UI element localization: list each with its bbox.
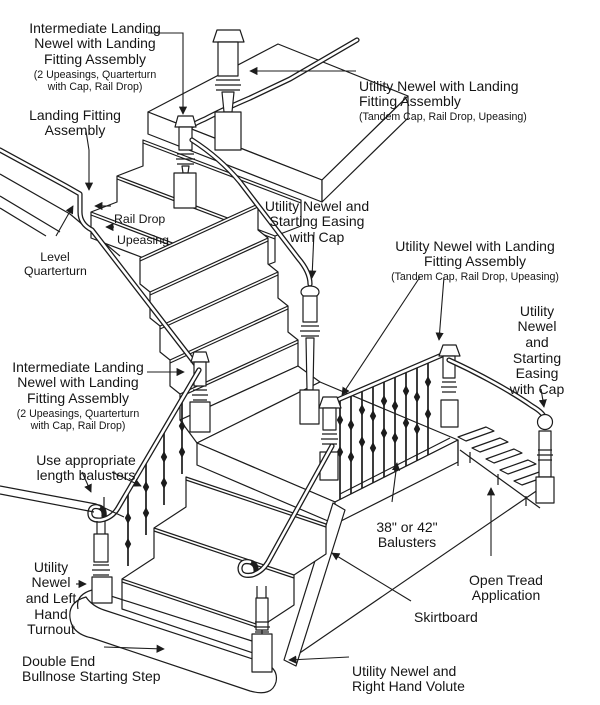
label-text: Use appropriate length balusters	[36, 451, 136, 484]
label-text: Utility Newel and Left Hand Turnout	[25, 558, 77, 638]
label-level-quarterturn: Level Quarterturn	[24, 237, 87, 278]
utility-newel-ball-cap	[535, 413, 555, 504]
label-upeasing: Upeasing	[117, 220, 169, 248]
label-use-appropriate-balusters: Use appropriate length balusters	[28, 437, 144, 484]
utility-newel-top	[212, 29, 245, 151]
label-note: (2 Upeasings, Quarterturn with Cap, Rail…	[33, 68, 157, 94]
label-rail-drop: Rail Drop	[114, 199, 165, 227]
middle-flight	[139, 203, 299, 421]
leader-lines	[55, 32, 547, 664]
label-text: Double End Bullnose Starting Step	[22, 652, 161, 685]
label-text: Utility Newel with Landing Fitting Assem…	[359, 77, 519, 110]
label-intermediate-landing-newel-mid: Intermediate Landing Newel with Landing …	[4, 344, 152, 448]
balusters-38-42	[336, 360, 432, 499]
label-note: (2 Upeasings, Quarterturn with Cap, Rail…	[16, 407, 140, 433]
label-double-end-bullnose: Double End Bullnose Starting Step	[22, 638, 161, 685]
utility-newel-left-turnout	[91, 521, 113, 604]
open-tread-stair	[287, 357, 555, 662]
label-utility-newel-starting-easing-center: Utility Newel and Starting Easing with C…	[252, 183, 382, 246]
label-text: Rail Drop	[114, 211, 166, 226]
label-text: Landing Fitting Assembly	[29, 106, 121, 139]
label-text: Utility Newel and Right Hand Volute	[352, 662, 465, 695]
right-handrail-volute	[237, 443, 335, 673]
left-wall-skirting	[0, 485, 125, 518]
label-text: Utility Newel with Landing Fitting Assem…	[395, 237, 555, 270]
label-text: Open Tread Application	[469, 571, 543, 604]
label-landing-fitting-assembly: Landing Fitting Assembly	[22, 92, 128, 139]
bottom-flight	[121, 476, 346, 667]
label-text: Intermediate Landing Newel with Landing …	[12, 358, 144, 407]
label-text: Upeasing	[117, 232, 169, 247]
label-text: 38" or 42" Balusters	[376, 518, 438, 551]
left-handrail-turnout	[87, 367, 202, 604]
label-open-tread-application: Open Tread Application	[460, 557, 552, 604]
intermediate-landing-newel-mid	[189, 351, 211, 433]
utility-newel-landing-right	[438, 344, 461, 428]
intermediate-landing-newel-top	[173, 115, 197, 209]
utility-newel-right-volute	[251, 586, 273, 673]
label-note: (Tandem Cap, Rail Drop, Upeasing)	[359, 111, 527, 124]
label-intermediate-landing-newel-top: Intermediate Landing Newel with Landing …	[20, 5, 170, 109]
label-text: Level Quarterturn	[24, 249, 87, 278]
label-utility-newel-left-turnout: Utility Newel and Left Hand Turnout	[22, 544, 80, 638]
label-utility-newel-landing-top: Utility Newel with Landing Fitting Assem…	[359, 63, 559, 139]
label-note: (Tandem Cap, Rail Drop, Upeasing)	[391, 271, 559, 284]
label-text: Utility Newel and Starting Easing with C…	[509, 302, 565, 398]
label-text: Intermediate Landing Newel with Landing …	[29, 19, 161, 68]
label-text: Utility Newel and Starting Easing with C…	[264, 197, 370, 246]
label-utility-newel-starting-easing-right: Utility Newel and Starting Easing with C…	[504, 288, 570, 398]
bottom-left-balusters	[124, 399, 186, 566]
label-utility-newel-landing-mid: Utility Newel with Landing Fitting Assem…	[386, 223, 564, 299]
label-text: Skirtboard	[414, 608, 478, 625]
bullnose-starting-step	[69, 589, 278, 694]
main-landing	[179, 365, 459, 525]
label-balusters-38-42: 38" or 42" Balusters	[366, 504, 448, 551]
top-landing	[147, 43, 409, 203]
utility-newel-starting-easing-center	[299, 285, 320, 425]
label-skirtboard: Skirtboard	[414, 594, 478, 625]
label-utility-newel-right-volute: Utility Newel and Right Hand Volute	[352, 648, 465, 695]
